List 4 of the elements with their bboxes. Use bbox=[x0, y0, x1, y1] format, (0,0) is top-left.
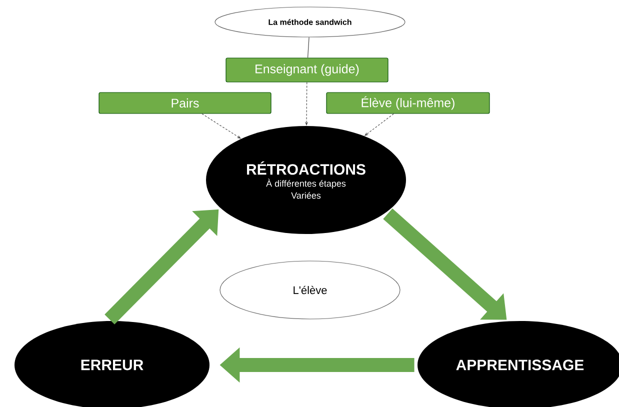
source-box: Élève (lui-même) bbox=[326, 92, 490, 114]
source-box: Enseignant (guide) bbox=[226, 58, 388, 82]
source-box: Pairs bbox=[98, 92, 272, 114]
connector-line bbox=[307, 37, 310, 58]
